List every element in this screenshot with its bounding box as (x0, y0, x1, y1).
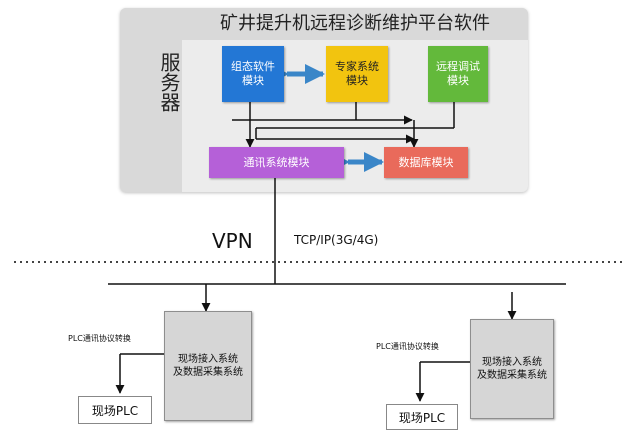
site-2-acquisition-system: 现场接入系统 及数据采集系统 (470, 319, 554, 419)
site-2-plc-link (415, 361, 470, 402)
remote-debug-module: 远程调试 模块 (428, 46, 488, 102)
site-2-acquisition-label: 现场接入系统 及数据采集系统 (477, 357, 547, 381)
server-label-column (120, 8, 182, 192)
tcp-ip-label: TCP/IP(3G/4G) (294, 233, 379, 247)
communication-system-module-label: 通讯系统模块 (243, 155, 310, 169)
expert-system-module: 专家系统 模块 (326, 46, 388, 102)
config-software-module: 组态软件 模块 (222, 46, 284, 102)
vpn-label: VPN (212, 229, 253, 253)
platform-title: 矿井提升机远程诊断维护平台软件 (182, 8, 528, 40)
database-module: 数据库模块 (384, 147, 468, 178)
expert-system-module-label: 专家系统 模块 (335, 60, 379, 87)
site-1-plc-link (115, 353, 164, 394)
config-software-module-label: 组态软件 模块 (231, 60, 275, 87)
site-1-protocol-conversion-label: PLC通讯协议转换 (68, 334, 131, 343)
server-label: 服务器 (157, 52, 181, 112)
site-2-plc-label: 现场PLC (398, 410, 446, 425)
site-1-plc-box: 现场PLC (78, 396, 152, 424)
site-1-acquisition-system: 现场接入系统 及数据采集系统 (164, 311, 252, 421)
remote-debug-module-label: 远程调试 模块 (436, 60, 480, 87)
site-2-protocol-conversion-label: PLC通讯协议转换 (376, 342, 439, 351)
internal-bus (232, 102, 455, 148)
site-1-acquisition-label: 现场接入系统 及数据采集系统 (173, 354, 243, 378)
site-2-plc-box: 现场PLC (386, 404, 458, 430)
site-1-plc-label: 现场PLC (91, 403, 139, 418)
double-arrows (269, 64, 384, 172)
database-module-label: 数据库模块 (398, 155, 454, 169)
communication-system-module: 通讯系统模块 (209, 147, 344, 178)
